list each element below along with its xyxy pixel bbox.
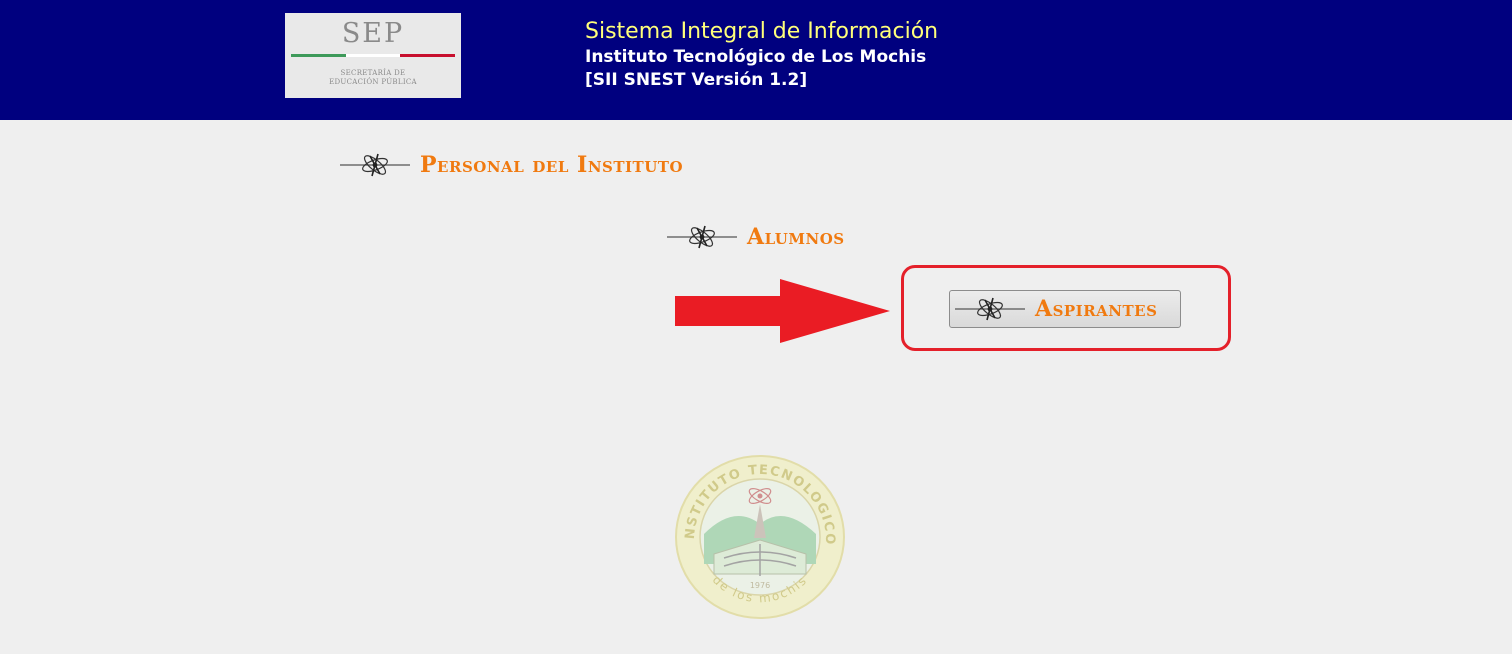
sep-logo-subtitle-line2: EDUCACIÓN PÚBLICA — [329, 78, 417, 86]
sep-logo: SEP SECRETARÍA DE EDUCACIÓN PÚBLICA — [285, 13, 461, 98]
highlight-box — [901, 265, 1231, 351]
alumnos-link-label: Alumnos — [747, 224, 845, 250]
atom-emblem-icon — [667, 225, 737, 249]
page-header: SEP SECRETARÍA DE EDUCACIÓN PÚBLICA Sist… — [0, 0, 1512, 120]
title-block: Sistema Integral de Información Institut… — [585, 18, 1185, 92]
atom-emblem-icon — [955, 297, 1025, 321]
emblem-year: 1976 — [750, 581, 770, 590]
atom-emblem-icon — [340, 153, 410, 177]
personal-link-label: Personal del Instituto — [420, 152, 684, 178]
sep-logo-subtitle: SECRETARÍA DE EDUCACIÓN PÚBLICA — [285, 69, 461, 87]
sep-logo-text: SEP — [341, 18, 405, 49]
institute-name: Instituto Tecnológico de Los Mochis — [585, 47, 927, 67]
personal-link[interactable]: Personal del Instituto — [340, 148, 683, 182]
sep-logo-subtitle-line1: SECRETARÍA DE — [340, 69, 406, 77]
aspirantes-button[interactable]: Aspirantes — [949, 290, 1181, 328]
version-label: [SII SNEST Versión 1.2] — [585, 70, 808, 90]
sep-logo-tricolor-rule — [291, 54, 455, 57]
system-title: Sistema Integral de Información — [585, 19, 939, 44]
aspirantes-button-label: Aspirantes — [1035, 296, 1158, 322]
alumnos-link[interactable]: Alumnos — [667, 220, 845, 254]
institute-emblem-logo: INSTITUTO TECNOLOGICO de los mochis 1976 — [674, 454, 845, 619]
red-arrow-icon — [675, 279, 890, 343]
